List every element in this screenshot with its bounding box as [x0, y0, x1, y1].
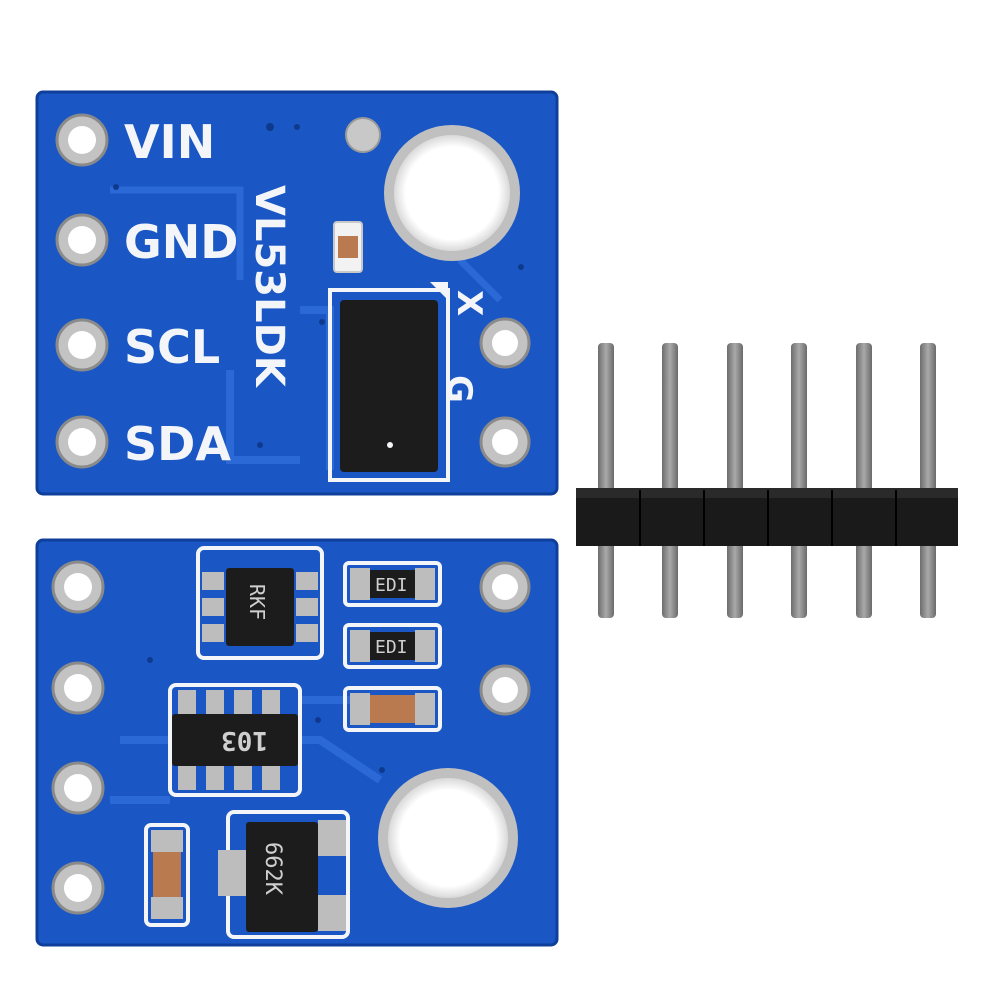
pin-label-sda: SDA — [124, 417, 231, 471]
side-label-g: G — [439, 375, 479, 403]
capacitor-2 — [343, 686, 442, 732]
pin-hole — [68, 226, 96, 254]
pin-hole — [68, 428, 96, 456]
pin-hole — [492, 429, 518, 455]
front-board: VIN GND SCL SDA VL53LDK X G — [35, 90, 559, 496]
transistor-marking: 662K — [260, 842, 285, 896]
small-pad — [345, 117, 381, 153]
pin-hole — [492, 330, 518, 356]
back-pin-pads — [51, 560, 105, 915]
header-plastic — [576, 488, 958, 546]
side-label-x: X — [449, 290, 489, 316]
pin-hole — [68, 126, 96, 154]
sensor-notch — [430, 282, 448, 300]
vias — [147, 657, 385, 773]
mounting-hole-inner — [394, 135, 510, 251]
pin-label-vin: VIN — [124, 115, 215, 169]
back-board: RKF EDI EDI — [35, 538, 559, 947]
resistor-array-marking: 103 — [221, 725, 268, 755]
resistor-1: EDI — [343, 561, 442, 607]
resistor-2: EDI — [343, 623, 442, 669]
mounting-hole-inner — [388, 778, 508, 898]
pin-hole — [492, 677, 518, 703]
front-board-trace — [110, 186, 503, 303]
sensor-dot — [387, 442, 393, 448]
vias — [113, 123, 524, 448]
six-pin-header-icon — [576, 343, 958, 618]
resistor-marking-2: EDI — [375, 637, 408, 658]
sensor-outline — [328, 288, 450, 482]
pin-label-gnd: GND — [124, 215, 238, 269]
regulator-chip: RKF — [196, 546, 324, 660]
capacitor-body — [338, 236, 358, 258]
part-label: VL53LDK — [246, 185, 292, 389]
sensor-chip — [340, 300, 438, 472]
pin-hole — [68, 331, 96, 359]
capacitor-3 — [144, 823, 190, 927]
pin-hole — [492, 574, 518, 600]
header-pins — [598, 343, 936, 618]
front-pin-pads — [55, 113, 109, 469]
resistor-array: 103 — [168, 683, 302, 797]
pin-label-scl: SCL — [124, 320, 220, 374]
transistor: 662K — [218, 810, 350, 939]
chip-marking-rkf: RKF — [245, 584, 269, 620]
resistor-marking-1: EDI — [375, 575, 408, 596]
